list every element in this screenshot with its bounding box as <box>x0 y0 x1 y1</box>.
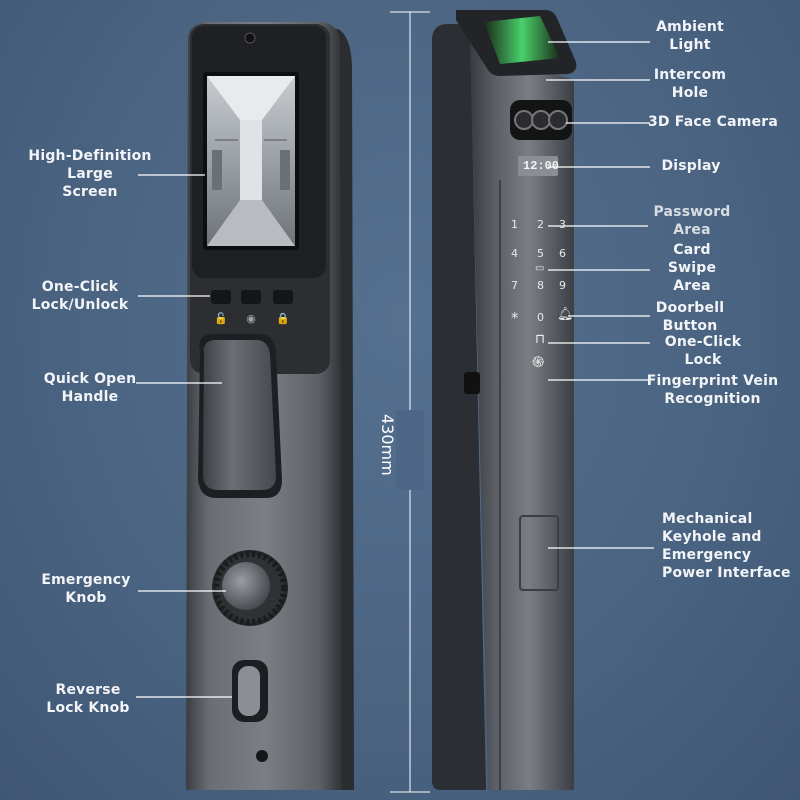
callout-password-area: Password Area <box>653 204 731 238</box>
callout-quick-open-handle: Quick Open Handle <box>43 371 137 405</box>
callout-reverse-lock-knob: Reverse Lock Knob <box>46 682 130 716</box>
3d-face-camera <box>510 100 572 140</box>
callout-lines <box>136 41 654 698</box>
card-icon: ▭ <box>535 263 545 274</box>
key-3: 3 <box>559 218 566 231</box>
keyhole-cover <box>519 515 559 591</box>
key-1: 1 <box>511 218 518 231</box>
callout-3d-face-camera: 3D Face Camera <box>647 114 779 130</box>
display-time: 12:00 <box>523 159 560 173</box>
bell-icon: 🔔︎ <box>557 307 574 322</box>
height-dimension-label: 430mm <box>378 414 397 476</box>
callout-high-definition-screen: High-Definition Large Screen <box>28 148 152 200</box>
svg-text:🔓: 🔓 <box>214 312 228 325</box>
key-star: * <box>511 309 519 327</box>
callout-one-click-lock-unlock: One-Click Lock/Unlock <box>31 279 129 313</box>
front-buttons: 🔓 ◉ 🔒 <box>211 290 293 325</box>
callout-display: Display <box>661 158 721 174</box>
svg-text:◉: ◉ <box>246 312 256 325</box>
lock-icon: ⊓ <box>535 332 546 347</box>
ambient-light <box>484 16 560 64</box>
key-2: 2 <box>537 218 544 231</box>
reverse-lock-knob <box>232 660 268 722</box>
key-8: 8 <box>537 279 544 292</box>
fingerprint-icon: ֍ <box>532 353 545 371</box>
keypad: 1 2 3 4 5 6 ▭ 7 8 9 * 0 🔔︎ <box>505 215 575 335</box>
callout-one-click-lock: One-Click Lock <box>664 334 742 368</box>
svg-text:🔒: 🔒 <box>276 312 290 325</box>
emergency-knob <box>212 550 288 626</box>
quick-open-handle <box>198 334 282 498</box>
key-9: 9 <box>559 279 566 292</box>
side-lock-body <box>432 10 577 790</box>
key-7: 7 <box>511 279 518 292</box>
key-6: 6 <box>559 247 566 260</box>
front-lock-body: 🔓 ◉ 🔒 <box>186 22 354 790</box>
key-5: 5 <box>537 247 544 260</box>
callout-card-swipe-area: Card Swipe Area <box>667 242 717 294</box>
callout-doorbell-button: Doorbell Button <box>655 300 725 334</box>
callout-ambient-light: Ambient Light <box>656 19 724 53</box>
callout-mechanical-keyhole: Mechanical Keyhole and Emergency Power I… <box>662 511 791 581</box>
key-4: 4 <box>511 247 518 260</box>
key-0: 0 <box>537 311 544 324</box>
callout-fingerprint-vein: Fingerprint Vein Recognition <box>646 373 779 407</box>
dimension-line <box>390 11 430 793</box>
callout-intercom-hole: Intercom Hole <box>653 67 727 101</box>
callout-emergency-knob: Emergency Knob <box>41 572 131 606</box>
screen-display <box>207 76 295 246</box>
